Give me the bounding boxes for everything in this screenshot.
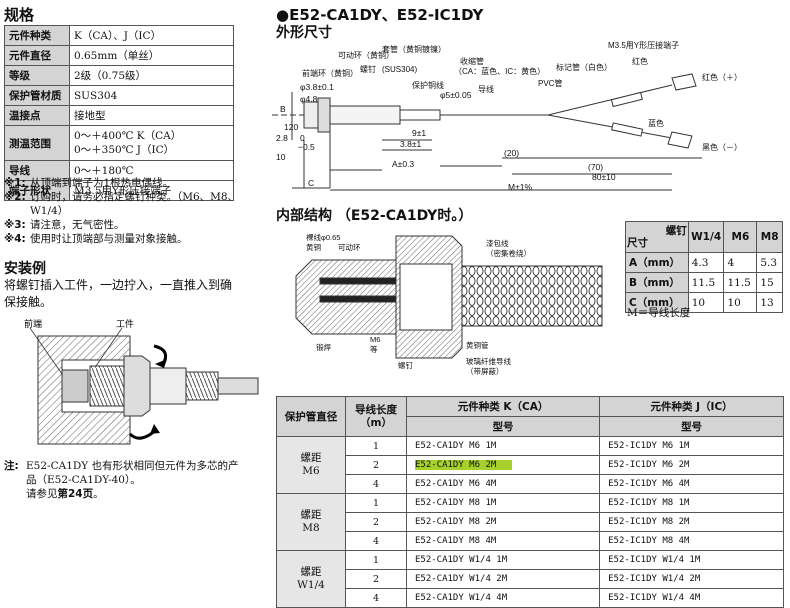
svg-text:B: B xyxy=(280,104,286,114)
svg-text:锻焊: 锻焊 xyxy=(316,342,331,352)
internal-structure-drawing: 裸线φ0.65 黄铜 可动环 漆包线 （密集卷绕） 锻焊 M6 等 黄铜管 螺钉… xyxy=(295,232,603,376)
table-row: 4 E52-CA1DY M8 4M E52-IC1DY M8 4M xyxy=(277,531,784,551)
install-text: 将螺钉插入工件，一边拧入，一直推入到确 保接触。 xyxy=(4,278,233,309)
footnote: 注:E52-CA1DY 也有形状相同但元件为多芯的产 品（E52-CA1DY-4… xyxy=(4,460,239,500)
svg-text:−0.5: −0.5 xyxy=(298,142,315,152)
svg-text:（CA：蓝色、IC：黄色）: （CA：蓝色、IC：黄色） xyxy=(454,66,545,76)
table-row: 2 E52-CA1DY W1/4 2M E52-IC1DY W1/4 2M xyxy=(277,569,784,589)
svg-text:前端环（黄铜）: 前端环（黄铜） xyxy=(302,68,358,78)
internal-heading: 内部结构 （E52-CA1DY时。） xyxy=(276,208,473,224)
table-row: 螺钉尺寸 W1/4 M6 M8 xyxy=(625,221,783,253)
install-illustration: 前端 工件 xyxy=(24,318,259,445)
table-row: 4 E52-CA1DY W1/4 4M E52-IC1DY W1/4 4M xyxy=(277,588,784,608)
svg-text:裸线φ0.65: 裸线φ0.65 xyxy=(306,232,340,242)
outline-heading: 外形尺寸 xyxy=(276,25,332,41)
svg-text:螺钉: 螺钉 xyxy=(360,64,376,74)
svg-text:10: 10 xyxy=(276,152,286,162)
svg-text:80±10: 80±10 xyxy=(592,172,616,182)
table-row: 2 E52-CA1DY M6 2M E52-IC1DY M6 2M xyxy=(277,455,784,475)
table-row: 温接点接地型 xyxy=(4,105,235,126)
svg-text:3.8±1: 3.8±1 xyxy=(400,139,421,149)
svg-text:玻璃纤维导线: 玻璃纤维导线 xyxy=(466,356,511,366)
label-work: 工件 xyxy=(116,318,134,330)
svg-text:(SUS304): (SUS304) xyxy=(382,65,417,74)
svg-text:等: 等 xyxy=(370,344,378,354)
svg-text:PVC管: PVC管 xyxy=(538,78,562,88)
table-row: 保护管直径 导线长度（m） 元件种类 K（CA） 元件种类 J（IC） xyxy=(276,396,784,437)
svg-text:收缩管: 收缩管 xyxy=(460,56,484,66)
highlighted-model: E52-CA1DY M6 2M xyxy=(415,460,513,470)
svg-text:（密集卷绕）: （密集卷绕） xyxy=(486,248,531,258)
spec-notes: ※1:从顶端到端子为1根热电偶线。 ※2:订购时，请务必指定螺钉种类。（M6、M… xyxy=(4,177,239,245)
product-title: ●E52-CA1DY、E52-IC1DY xyxy=(276,6,484,24)
svg-text:导线: 导线 xyxy=(478,84,494,94)
label-tip: 前端 xyxy=(24,318,42,330)
svg-text:螺钉: 螺钉 xyxy=(398,360,413,370)
svg-text:M6: M6 xyxy=(370,335,380,344)
svg-text:蓝色: 蓝色 xyxy=(648,118,664,128)
page-link[interactable]: 第24页 xyxy=(57,488,94,500)
svg-text:φ3.8±0.1: φ3.8±0.1 xyxy=(300,82,334,92)
svg-text:9±1: 9±1 xyxy=(412,128,426,138)
bolt-note: M＝导线长度 xyxy=(627,307,691,319)
svg-text:A±0.3: A±0.3 xyxy=(392,159,414,169)
svg-text:黑色（－）: 黑色（－） xyxy=(702,142,742,152)
svg-text:标记管（白色）: 标记管（白色） xyxy=(556,62,612,72)
svg-text:漆包线: 漆包线 xyxy=(486,238,509,248)
svg-text:（带屏蔽）: （带屏蔽） xyxy=(466,366,504,376)
svg-text:可动环（黄铜）: 可动环（黄铜） xyxy=(338,50,394,60)
svg-text:(70): (70) xyxy=(588,162,603,172)
svg-text:保护铜线: 保护铜线 xyxy=(412,80,444,90)
svg-text:红色（＋）: 红色（＋） xyxy=(702,72,742,82)
install-heading: 安装例 xyxy=(4,261,46,277)
svg-text:(20): (20) xyxy=(504,148,519,158)
model-table: 保护管直径 导线长度（m） 元件种类 K（CA） 元件种类 J（IC） 型号 型… xyxy=(276,396,784,608)
svg-text:可动环: 可动环 xyxy=(338,242,361,252)
table-row: 4 E52-CA1DY M6 4M E52-IC1DY M6 4M xyxy=(277,474,784,494)
svg-text:C: C xyxy=(308,178,314,188)
table-row: 型号 型号 xyxy=(277,416,784,437)
svg-text:φ4.8: φ4.8 xyxy=(300,94,318,104)
outline-drawing: φ3.8±0.1 φ4.8 φ5±0.05 B 120 2.8 0 −0.5 1… xyxy=(272,40,742,192)
svg-text:黄铜: 黄铜 xyxy=(306,242,321,252)
table-row: 2 E52-CA1DY M8 2M E52-IC1DY M8 2M xyxy=(277,512,784,532)
svg-text:套管（黄铜镀镍）: 套管（黄铜镀镍） xyxy=(382,44,446,54)
svg-text:2.8: 2.8 xyxy=(276,133,288,143)
svg-text:黄铜管: 黄铜管 xyxy=(466,340,489,350)
svg-text:M±1%: M±1% xyxy=(508,182,532,192)
svg-text:φ5±0.05: φ5±0.05 xyxy=(440,90,472,100)
spec-heading: 规格 xyxy=(4,6,35,24)
svg-text:0: 0 xyxy=(300,133,305,143)
svg-text:M3.5用Y形压接端子: M3.5用Y形压接端子 xyxy=(608,40,679,50)
svg-text:120: 120 xyxy=(284,122,298,132)
svg-text:红色: 红色 xyxy=(632,56,648,66)
